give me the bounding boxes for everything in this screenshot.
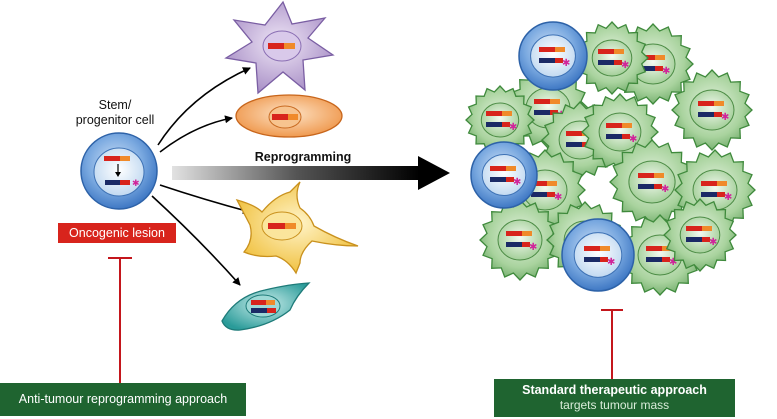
svg-text:✱: ✱: [513, 177, 521, 188]
svg-text:✱: ✱: [724, 192, 732, 203]
svg-text:✱: ✱: [607, 257, 615, 268]
reprogramming-label: Reprogramming: [254, 150, 352, 164]
standard-approach-title: Standard therapeutic approach: [522, 383, 707, 397]
reprogramming-arrow: [172, 156, 450, 190]
stem-cell-label: Stem/ progenitor cell: [75, 98, 155, 127]
tumour-stem-cell: ✱: [518, 21, 588, 91]
differentiation-arrows: [151, 67, 251, 286]
svg-text:✱: ✱: [509, 122, 517, 133]
standard-inhibition-line: [601, 309, 623, 379]
tumour-cell: ✱: [575, 21, 649, 95]
svg-text:✱: ✱: [562, 58, 570, 69]
tumour-cell: ✱: [479, 199, 561, 281]
svg-text:✱: ✱: [721, 112, 729, 123]
tumour-cell: ✱: [671, 69, 753, 151]
svg-text:✱: ✱: [709, 237, 717, 248]
anti-tumour-approach-box: Anti-tumour reprogramming approach: [0, 383, 246, 416]
tumour-stem-cell: ✱: [561, 218, 635, 292]
oncogenic-lesion-box: Oncogenic lesion: [58, 223, 176, 243]
tumour-cell: ✱: [663, 198, 737, 272]
teal-differentiated-cell: [221, 282, 311, 331]
svg-text:✱: ✱: [661, 184, 669, 195]
svg-text:✱: ✱: [662, 66, 670, 77]
tumour-cell: ✱: [465, 85, 535, 155]
tumour-mass: ✱✱✱✱✱✱✱✱✱✱✱✱✱✱✱✱✱: [465, 21, 756, 296]
svg-text:✱: ✱: [621, 60, 629, 71]
svg-text:✱: ✱: [132, 179, 140, 189]
anti-tumour-inhibition-line: [108, 257, 132, 383]
stem-cell: ✱: [80, 132, 158, 210]
svg-text:✱: ✱: [629, 134, 637, 145]
standard-approach-subtitle: targets tumour mass: [559, 398, 670, 412]
tumour-stem-cell: ✱: [470, 141, 538, 209]
orange-differentiated-cell: [235, 94, 343, 138]
svg-text:✱: ✱: [554, 192, 562, 203]
tumour-cell: ✱: [609, 139, 695, 225]
svg-text:✱: ✱: [529, 242, 537, 253]
standard-approach-box: Standard therapeutic approach targets tu…: [494, 379, 735, 417]
purple-differentiated-cell: [224, 0, 335, 95]
svg-text:✱: ✱: [669, 257, 677, 268]
yellow-differentiated-cell: [235, 181, 359, 275]
